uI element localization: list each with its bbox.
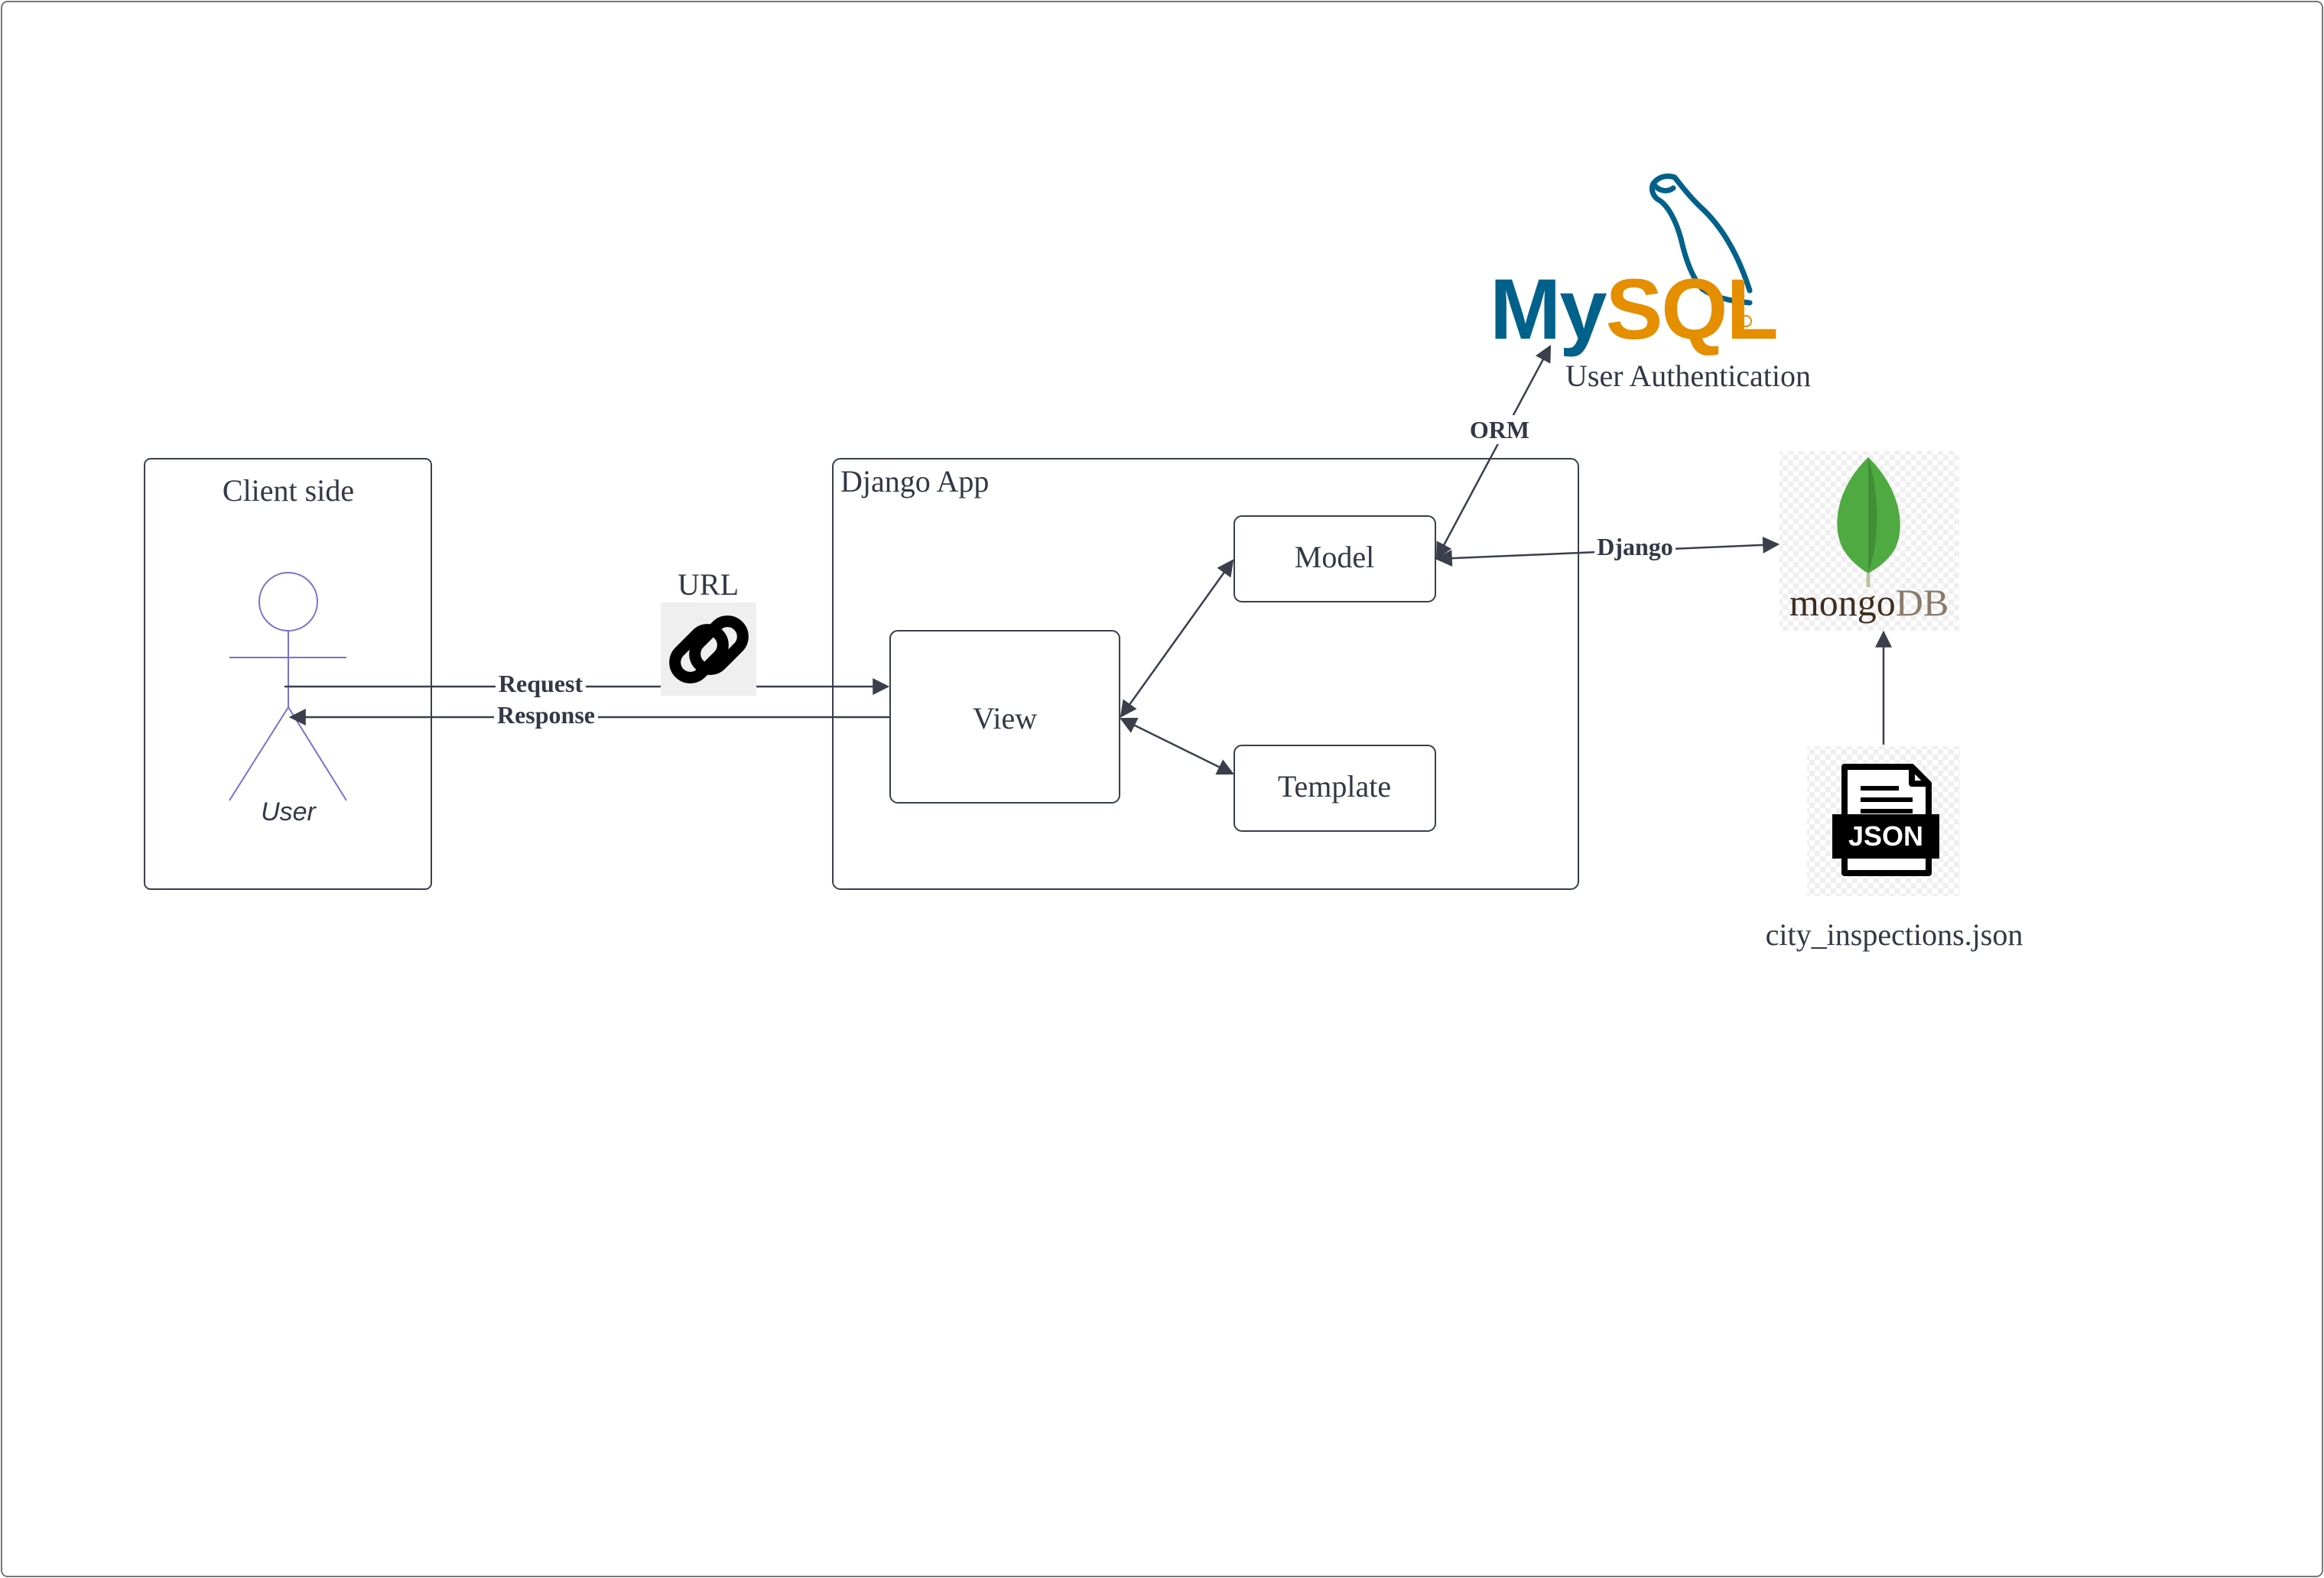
json-file-icon[interactable]: JSON (1807, 746, 1960, 896)
orm-edge[interactable] (1435, 345, 1552, 560)
url-label: URL (678, 567, 739, 602)
json-badge: JSON (1848, 820, 1923, 852)
django-app-title: Django App (840, 464, 989, 498)
template-label: Template (1278, 769, 1391, 804)
view-node[interactable]: View (889, 630, 1120, 804)
django-label-bg (1594, 533, 1676, 562)
model-node[interactable]: Model (1234, 515, 1436, 602)
mysql-wordmark: MySQL (1490, 261, 1777, 357)
response-label-bg (494, 702, 598, 731)
actor-label: User (261, 797, 317, 826)
actor-left-leg (229, 706, 289, 801)
mysql-logo[interactable]: MySQL (1490, 173, 1779, 357)
view-template-edge[interactable] (1120, 717, 1234, 775)
mongodb-wordmark: mongoDB (1789, 581, 1949, 624)
view-model-edge[interactable] (1120, 559, 1234, 718)
request-label-bg (496, 671, 586, 700)
client-side-title: Client side (223, 473, 354, 508)
mysql-caption: User Authentication (1565, 359, 1811, 393)
leaf-icon (1837, 457, 1900, 587)
django-label: Django (1597, 533, 1673, 560)
model-label: Model (1295, 540, 1374, 574)
orm-label-bg (1464, 415, 1533, 444)
request-label: Request (499, 670, 583, 697)
link-icon[interactable] (661, 602, 756, 696)
registered-icon (1740, 315, 1752, 327)
orm-label: ORM (1470, 416, 1529, 443)
template-node[interactable]: Template (1234, 745, 1436, 832)
response-label: Response (497, 701, 595, 729)
mongodb-logo[interactable]: mongoDB (1780, 451, 1959, 631)
json-filename: city_inspections.json (1766, 917, 2023, 952)
view-label: View (973, 701, 1037, 735)
dolphin-icon (1649, 173, 1753, 306)
